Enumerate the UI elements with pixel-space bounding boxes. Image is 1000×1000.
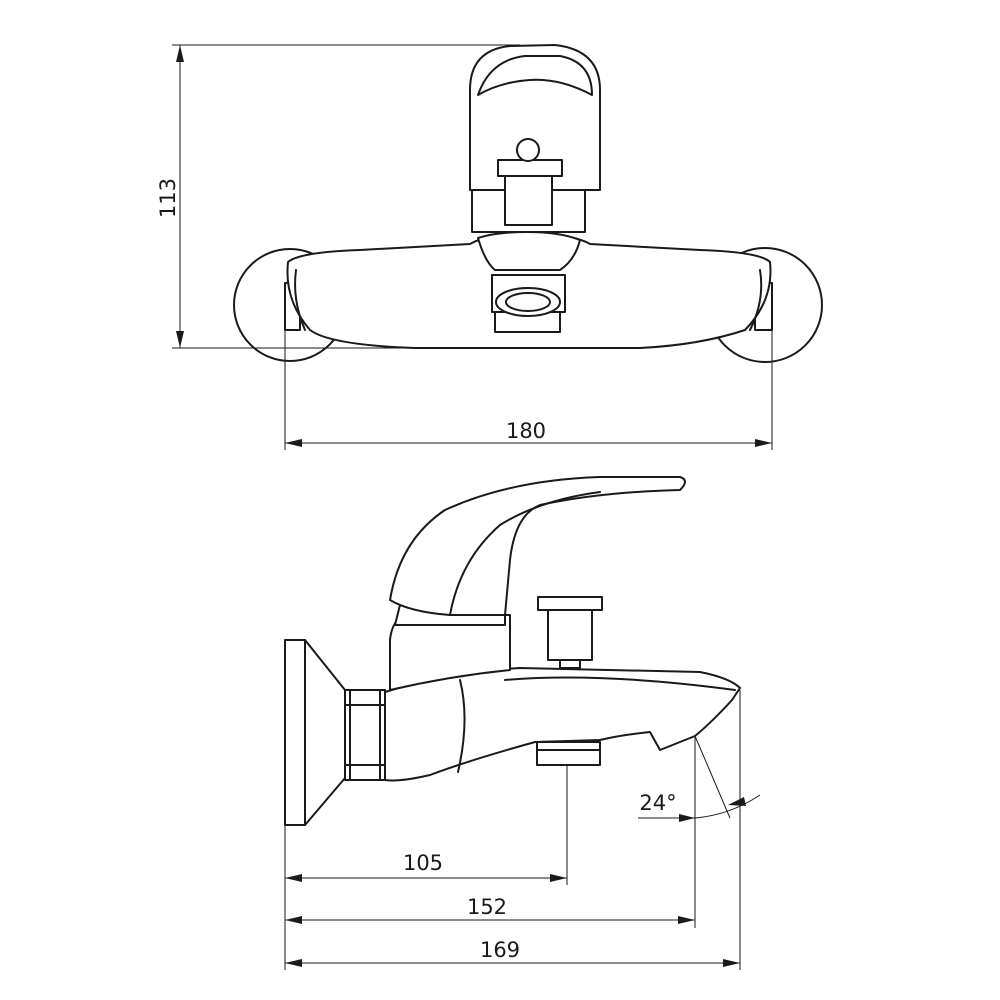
dimension-105: 105 (284, 765, 568, 970)
dimension-169: 169 (285, 690, 741, 970)
height-label: 113 (156, 178, 180, 218)
front-view (233, 44, 823, 363)
total-projection-label: 169 (480, 938, 520, 962)
handshower-outlet (536, 741, 601, 766)
handshower-distance-label: 105 (403, 851, 443, 875)
angle-label: 24° (639, 791, 676, 815)
spout-distance-label: 152 (467, 895, 507, 919)
side-view (284, 476, 741, 826)
diverter-stem (504, 169, 553, 226)
lever-side (389, 476, 686, 616)
cartridge-housing-side (389, 614, 511, 691)
lever-handle (469, 44, 601, 191)
angle-dimension: 24° (638, 735, 761, 822)
dimension-152: 152 (285, 736, 696, 928)
width-dimension: 180 (284, 283, 773, 450)
diverter-knob (547, 609, 593, 661)
wall-flange-side (284, 639, 346, 826)
height-dimension: 113 (156, 44, 520, 349)
width-label: 180 (506, 419, 546, 443)
